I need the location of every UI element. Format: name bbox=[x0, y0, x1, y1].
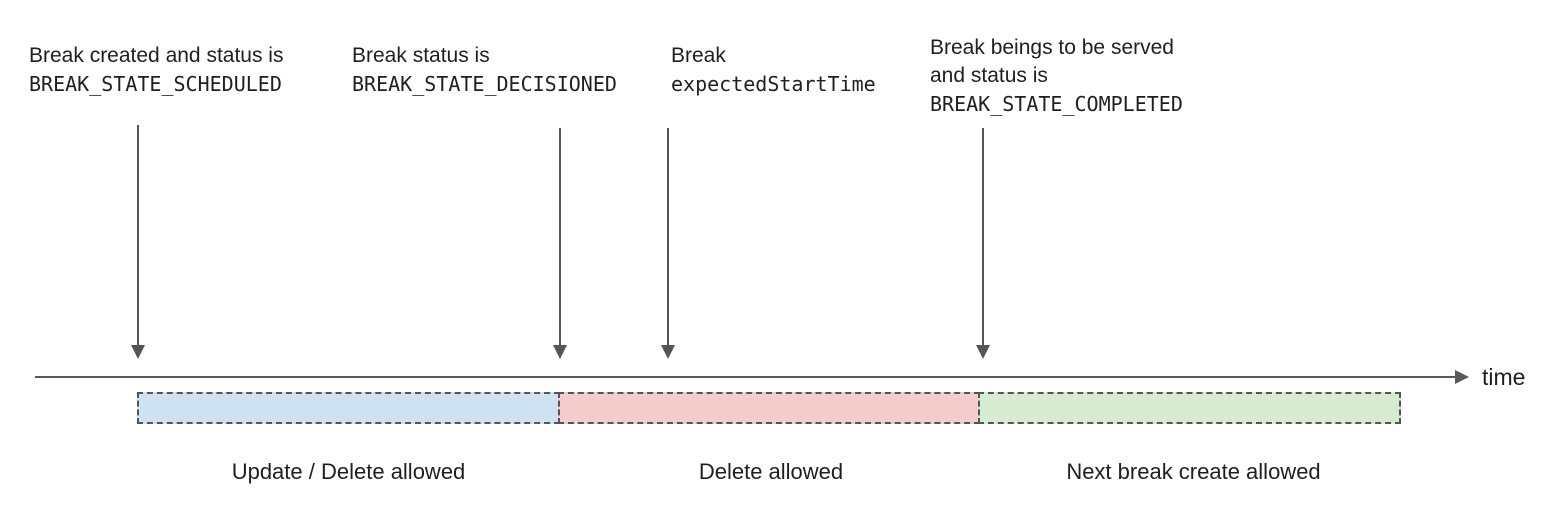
annotation-text: Break created and status is bbox=[29, 44, 284, 67]
segment-delete-allowed bbox=[558, 392, 980, 424]
annotation-code: expectedStartTime bbox=[671, 72, 876, 96]
arrow-down-icon bbox=[661, 128, 675, 359]
annotation-code: BREAK_STATE_DECISIONED bbox=[352, 72, 617, 96]
annotation-break-completed: Break beings to be served and status is … bbox=[930, 34, 1183, 118]
annotation-text: and status is bbox=[930, 64, 1048, 87]
period-bars bbox=[137, 392, 1401, 424]
annotation-text: Break bbox=[671, 44, 726, 67]
annotation-text: Break status is bbox=[352, 44, 490, 67]
segment-update-delete-allowed bbox=[137, 392, 560, 424]
segment-caption: Next break create allowed bbox=[1066, 459, 1321, 484]
annotation-break-scheduled: Break created and status is BREAK_STATE_… bbox=[29, 42, 283, 98]
segment-caption: Update / Delete allowed bbox=[231, 459, 466, 484]
annotation-code: BREAK_STATE_COMPLETED bbox=[930, 92, 1183, 116]
annotation-code: BREAK_STATE_SCHEDULED bbox=[29, 72, 282, 96]
annotation-text: Break beings to be served bbox=[930, 36, 1174, 59]
arrow-down-icon bbox=[976, 128, 990, 359]
time-axis-arrow bbox=[35, 370, 1469, 384]
time-axis-label: time bbox=[1482, 364, 1526, 390]
annotation-break-decisioned: Break status is BREAK_STATE_DECISIONED bbox=[352, 42, 617, 98]
segment-next-break-create-allowed bbox=[978, 392, 1401, 424]
annotation-expected-start-time: Break expectedStartTime bbox=[671, 42, 876, 98]
arrow-down-icon bbox=[131, 125, 145, 359]
segment-caption: Delete allowed bbox=[698, 459, 844, 484]
arrow-down-icon bbox=[553, 128, 567, 359]
